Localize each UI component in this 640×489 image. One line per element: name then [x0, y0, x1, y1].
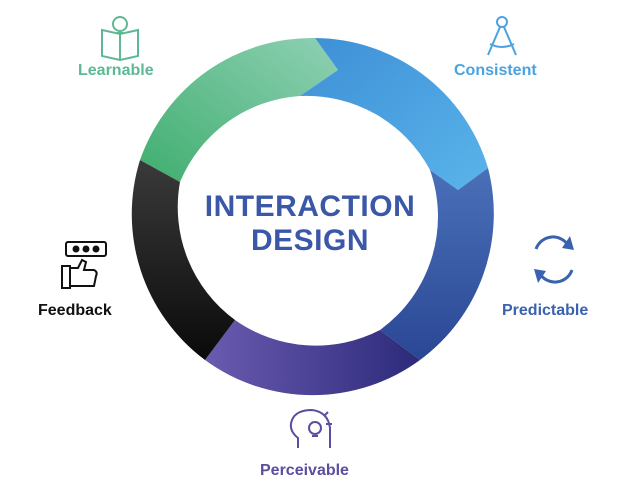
- label-learnable: Learnable: [78, 62, 154, 79]
- book-lightbulb-icon: [101, 16, 139, 62]
- cycle-arrows-icon: [534, 235, 574, 284]
- compass-icon: [487, 16, 517, 56]
- label-feedback: Feedback: [38, 302, 112, 319]
- thumbs-up-stars-icon: [61, 241, 107, 289]
- center-title-line1: INTERACTION: [204, 190, 416, 223]
- center-title: INTERACTION DESIGN: [190, 190, 430, 258]
- head-lightbulb-icon: [289, 408, 332, 448]
- center-title-line2: DESIGN: [250, 224, 370, 257]
- segment-feedback-arrow: [131, 160, 235, 360]
- label-consistent: Consistent: [454, 62, 537, 79]
- label-predictable: Predictable: [502, 302, 589, 319]
- segment-perceivable-arrow: [205, 320, 420, 396]
- label-perceivable: Perceivable: [260, 462, 349, 479]
- segment-consistent-arrow: [300, 38, 488, 190]
- segment-predictable-arrow: [380, 168, 494, 360]
- segment-learnable-arrow: [140, 37, 338, 183]
